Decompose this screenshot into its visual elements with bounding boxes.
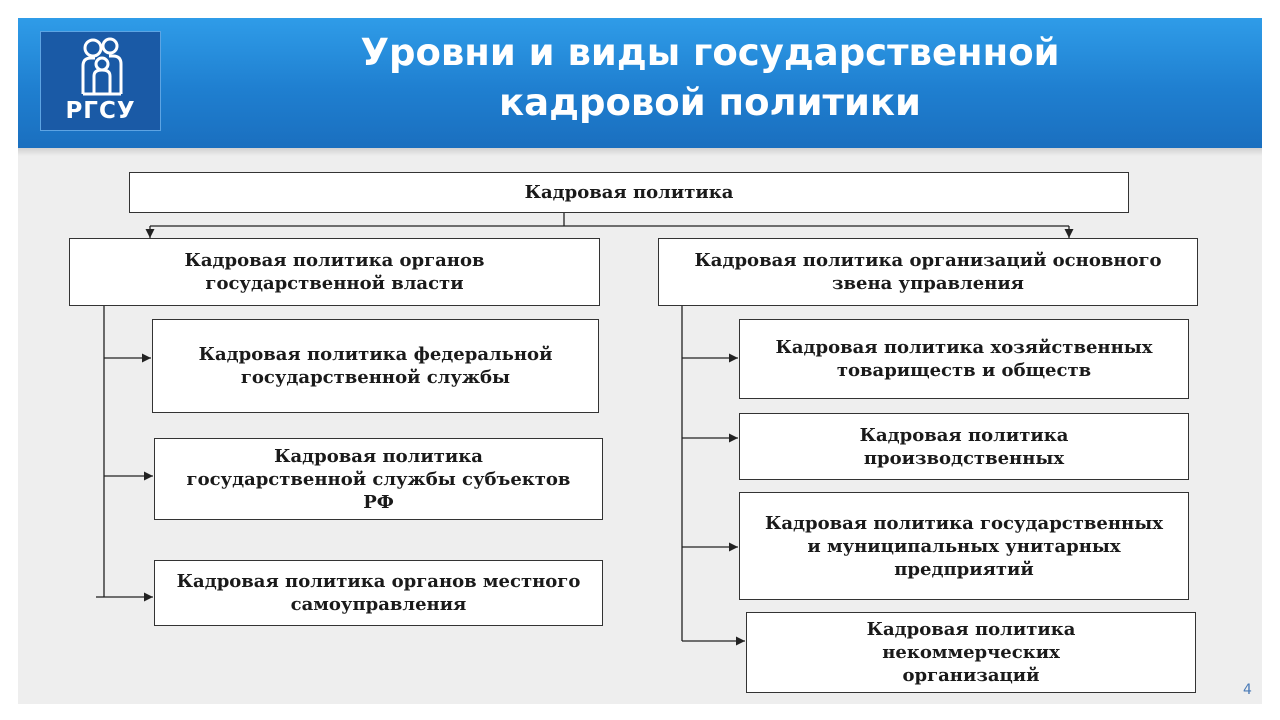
right-child-node-4: Кадровая политика некоммерческих организ…	[746, 612, 1196, 693]
header-banner	[18, 18, 1262, 148]
left-child-node-2: Кадровая политика государственной службы…	[154, 438, 603, 520]
root-node-label: Кадровая политика	[524, 182, 734, 203]
right-child-node-3: Кадровая политика государственных и муни…	[739, 492, 1189, 600]
logo-text: РГСУ	[65, 98, 136, 124]
right-child-node-2: Кадровая политика производственных	[739, 413, 1189, 480]
left-child-label-1: Кадровая политика федеральной государств…	[198, 344, 553, 388]
people-icon	[81, 37, 123, 96]
right-child-node-1: Кадровая политика хозяйственных товарище…	[739, 319, 1189, 399]
right-child-label-3: Кадровая политика государственных и муни…	[765, 512, 1163, 580]
left-branch-node: Кадровая политика органов государственно…	[69, 238, 600, 306]
title-line-2: кадровой политики	[499, 81, 921, 124]
page-number: 4	[1243, 682, 1252, 698]
right-branch-node: Кадровая политика организаций основного …	[658, 238, 1198, 306]
left-branch-label: Кадровая политика органов государственно…	[184, 250, 485, 294]
title-line-1: Уровни и виды государственной	[360, 31, 1060, 74]
header-shadow	[18, 148, 1262, 156]
logo: РГСУ	[40, 31, 161, 131]
left-child-node-1: Кадровая политика федеральной государств…	[152, 319, 599, 413]
root-node: Кадровая политика	[129, 172, 1129, 213]
right-branch-label: Кадровая политика организаций основного …	[694, 250, 1162, 294]
left-child-label-2: Кадровая политика государственной службы…	[186, 445, 571, 513]
slide-title: Уровни и виды государственной кадровой п…	[300, 28, 1120, 128]
right-child-label-4: Кадровая политика некоммерческих организ…	[866, 619, 1076, 686]
left-child-node-3: Кадровая политика органов местного самоу…	[154, 560, 603, 626]
left-child-label-3: Кадровая политика органов местного самоу…	[176, 571, 581, 615]
right-child-label-1: Кадровая политика хозяйственных товарище…	[775, 337, 1153, 381]
right-child-label-2: Кадровая политика производственных	[859, 424, 1069, 469]
